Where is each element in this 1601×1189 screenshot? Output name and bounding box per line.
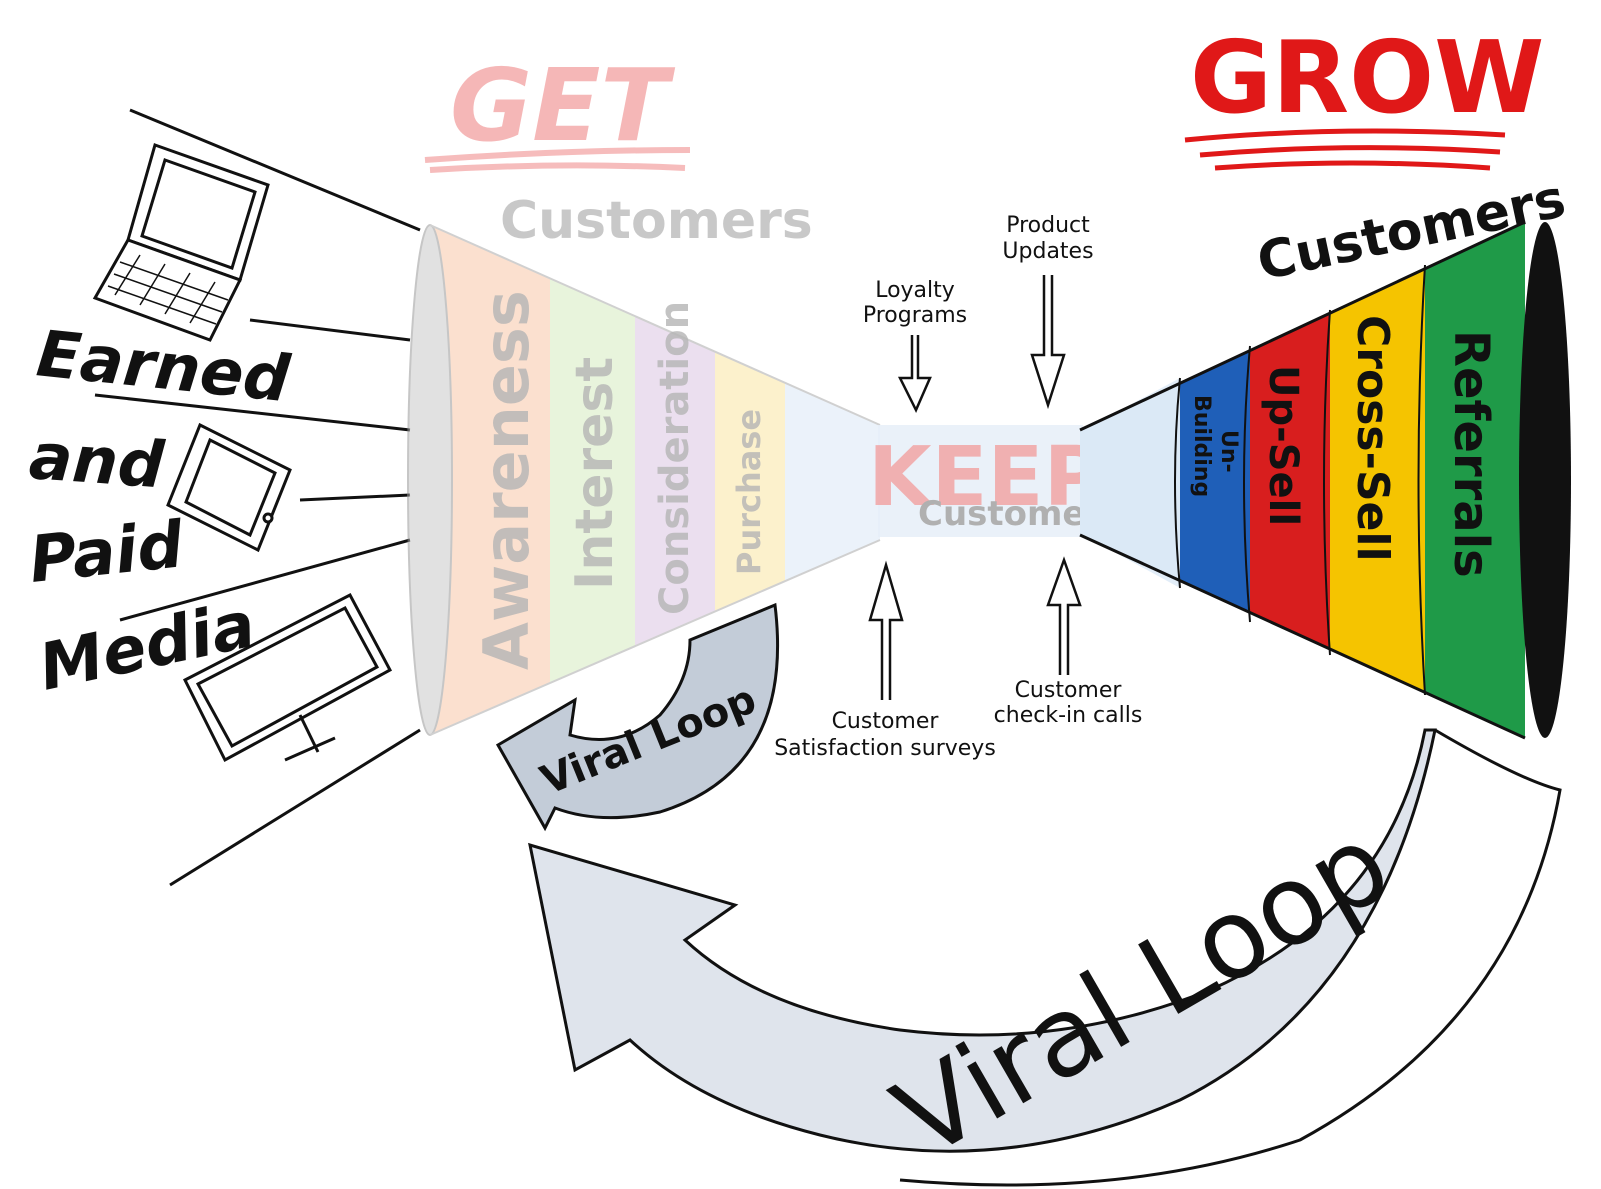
keep-input-satisfaction: Customer Satisfaction surveys [774,560,996,761]
referrals-band [1425,222,1525,738]
grow-funnel-mouth [1519,222,1571,738]
left-label-line-3: Paid [26,508,188,598]
stage-awareness: Awareness [470,290,543,670]
tablet-icon [166,422,292,553]
get-stage-labels: Awareness Interest Consideration Purchas… [470,290,768,670]
loyalty-label-line-1: Loyalty [875,278,955,303]
get-title: GET [450,47,675,164]
left-label-line-1: Earned [33,317,294,417]
monitor-icon [182,592,393,763]
laptop-icon [92,143,270,342]
arrow-up-icon [868,560,904,700]
arrow-down-icon [897,335,932,413]
keep-input-loyalty: Loyalty Programs [863,278,967,413]
stage-building-line-1: Un- [1216,430,1241,473]
checkin-label-line-2: check-in calls [994,703,1143,728]
satisfaction-label-line-2: Satisfaction surveys [774,736,996,761]
loyalty-label-line-2: Programs [863,303,967,328]
stage-purchase: Purchase [730,409,768,575]
checkin-label-line-1: Customer [1015,678,1123,703]
get-subtitle: Customers [500,191,813,251]
get-heading: GET Customers [424,47,813,251]
grow-title: GROW [1190,19,1544,136]
crosssell-band [1330,222,1425,738]
grow-stage-labels: Un- Building Up-Sell Cross-Sell Referral… [1189,315,1499,578]
keep-input-checkin: Customer check-in calls [994,556,1143,728]
big-loop-arrow-icon [528,728,1437,1153]
stage-consideration: Consideration [652,301,698,615]
small-loop-arrow-icon [495,602,780,832]
product-label-line-1: Product [1006,213,1090,238]
media-rays [94,108,421,887]
arrow-down-icon [1030,275,1066,410]
satisfaction-label-line-1: Customer [832,709,940,734]
stage-upsell: Up-Sell [1260,365,1306,526]
stage-interest: Interest [565,357,625,590]
stage-crosssell: Cross-Sell [1347,315,1398,562]
stage-referrals: Referrals [1443,330,1499,578]
arrow-up-icon [1046,556,1082,675]
keep-input-product-updates: Product Updates [1002,213,1094,410]
get-funnel-mouth [407,224,453,736]
big-loop-label: Viral Loop [874,799,1410,1183]
product-label-line-2: Updates [1002,239,1093,264]
left-label-line-2: and [27,420,168,503]
stage-building-line-2: Building [1189,395,1214,497]
keep-title: KEEP [868,430,1104,525]
